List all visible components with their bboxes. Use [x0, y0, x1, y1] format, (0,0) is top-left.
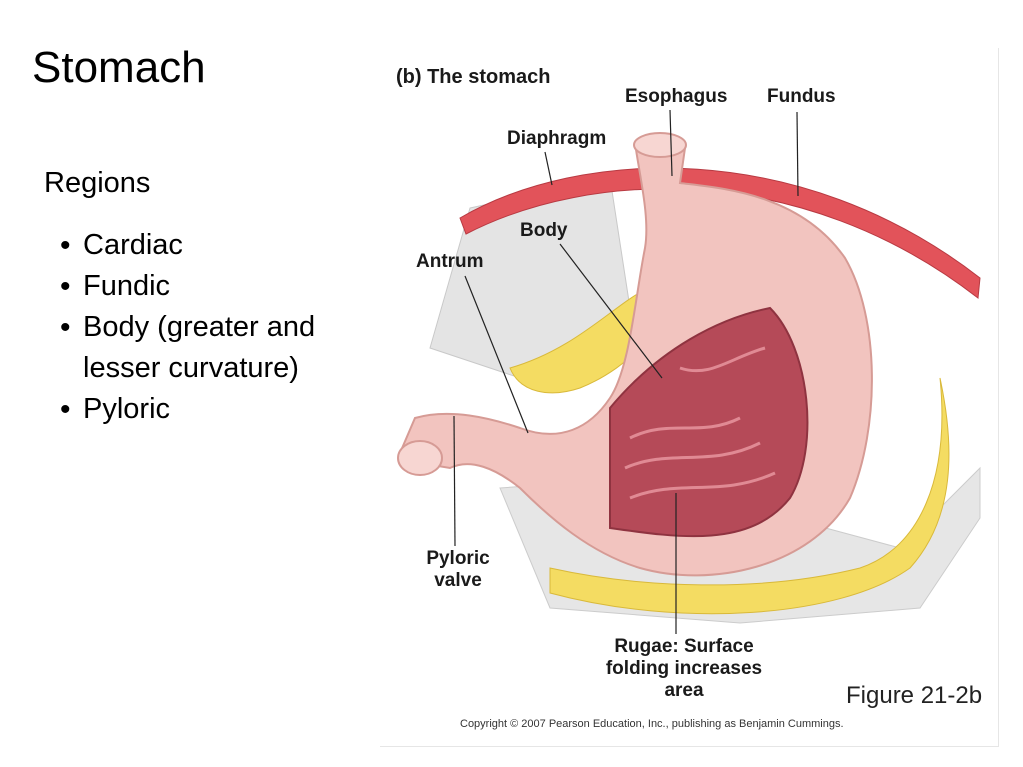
bullet-icon: •	[60, 229, 71, 262]
rugae-folds-shape	[624, 346, 776, 500]
fundus-leader-line	[796, 111, 799, 197]
antrum-label: Antrum	[416, 251, 484, 272]
slide-title: Stomach	[32, 43, 206, 92]
figure-title: (b) The stomach	[396, 66, 551, 88]
antrum-leader-line	[464, 275, 529, 434]
regions-list: • Cardiac • Fundic • Body (greater and less…	[60, 225, 370, 430]
fundus-label: Fundus	[767, 86, 836, 107]
bullet-icon: •	[60, 270, 71, 303]
list-item-text: Cardiac	[83, 229, 183, 261]
list-item: • Cardiac	[60, 225, 370, 266]
list-item: • Body (greater and lesser curvature)	[60, 307, 370, 389]
pyloric-leader-line	[453, 415, 456, 547]
regions-heading: Regions	[44, 167, 151, 199]
bullet-icon: •	[60, 311, 71, 344]
rugae-label: Rugae: Surface folding increases area	[605, 636, 763, 701]
stomach-illustration	[397, 109, 981, 634]
list-item-text: Pyloric	[83, 393, 171, 425]
pyloric-valve-label: Pyloric valve	[426, 548, 490, 591]
pyloric-opening-shape	[397, 440, 443, 476]
diaphragm-shape	[459, 167, 981, 299]
diaphragm-leader-line	[544, 151, 553, 186]
body-label: Body	[520, 220, 568, 241]
stomach-figure: (b) The stomach Esophagus Fundus Diaphra…	[380, 48, 999, 747]
figure-caption: Figure 21-2b	[846, 682, 983, 709]
esophagus-opening-shape	[633, 132, 687, 158]
fat-deposit-shape	[549, 377, 950, 615]
diaphragm-label: Diaphragm	[507, 128, 607, 149]
esophagus-leader-line	[669, 109, 673, 177]
bullet-icon: •	[60, 393, 71, 426]
copyright-notice: Copyright © 2007 Pearson Education, Inc.…	[460, 718, 844, 730]
esophagus-label: Esophagus	[625, 86, 728, 107]
list-item: • Pyloric	[60, 389, 370, 430]
body-leader-line	[559, 243, 663, 379]
list-item-text: Fundic	[83, 270, 171, 302]
list-item: • Fundic	[60, 266, 370, 307]
list-item-text: Body (greater and lesser curvature)	[83, 311, 316, 384]
